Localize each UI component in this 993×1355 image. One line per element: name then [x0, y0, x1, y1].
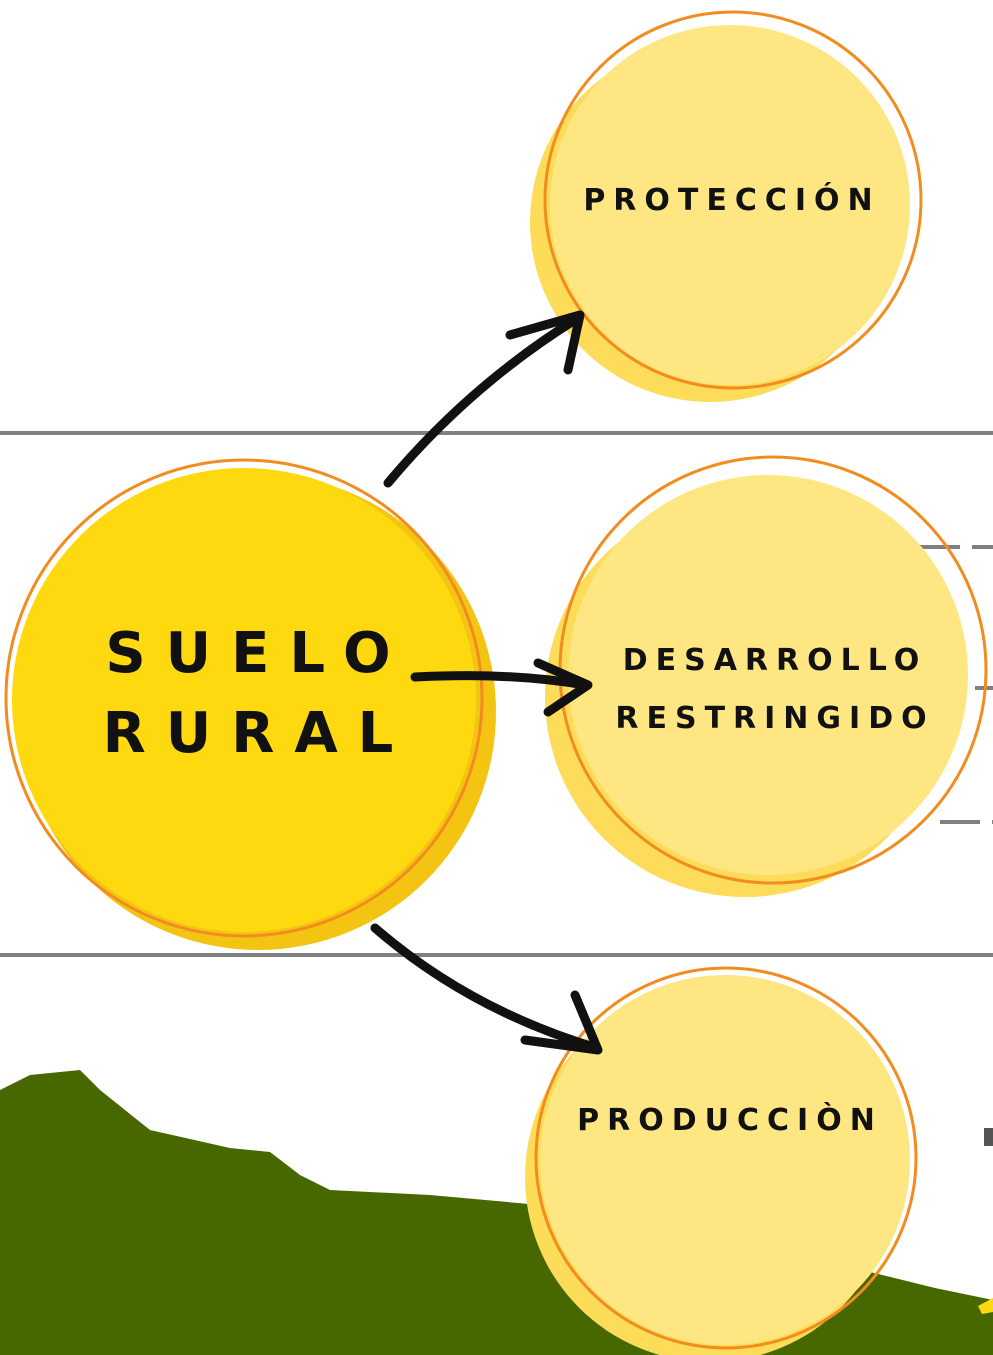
- arrow-line-desarrollo: [410, 671, 590, 690]
- node-produccion-outline: [534, 966, 918, 1350]
- arrowhead-proteccion: [505, 310, 585, 375]
- edge-to-produccion: [370, 923, 603, 1055]
- root-label-line-1: SUELO: [105, 621, 410, 686]
- small-mark: [984, 1128, 993, 1146]
- edge-to-desarrollo: [410, 658, 593, 717]
- arrow-line-produccion: [370, 923, 602, 1053]
- node-produccion: PRODUCCIÒN: [525, 966, 918, 1355]
- node-desarrollo-label-line-1: DESARROLLO: [623, 643, 928, 678]
- root-label-line-2: RURAL: [103, 701, 414, 766]
- node-desarrollo-label-line-2: RESTRINGIDO: [615, 701, 934, 736]
- node-produccion-fill: [540, 975, 910, 1345]
- edge-to-proteccion: [383, 310, 585, 488]
- root-node-fill: [12, 468, 476, 932]
- arrow-line-proteccion: [383, 313, 583, 488]
- node-proteccion-label: PROTECCIÓN: [583, 181, 880, 218]
- node-proteccion-outline: [543, 10, 923, 390]
- node-desarrollo: DESARROLLO RESTRINGIDO: [545, 455, 988, 897]
- node-proteccion-fill: [550, 25, 910, 385]
- hill-accent: [978, 1298, 993, 1314]
- root-node-outline: [4, 458, 484, 938]
- arrowhead-desarrollo: [533, 658, 593, 717]
- node-produccion-label: PRODUCCIÒN: [577, 1101, 883, 1138]
- root-node: SUELO RURAL: [4, 458, 496, 950]
- node-proteccion: PROTECCIÓN: [530, 10, 923, 402]
- arrowhead-produccion: [520, 990, 603, 1055]
- node-desarrollo-fill: [568, 475, 968, 875]
